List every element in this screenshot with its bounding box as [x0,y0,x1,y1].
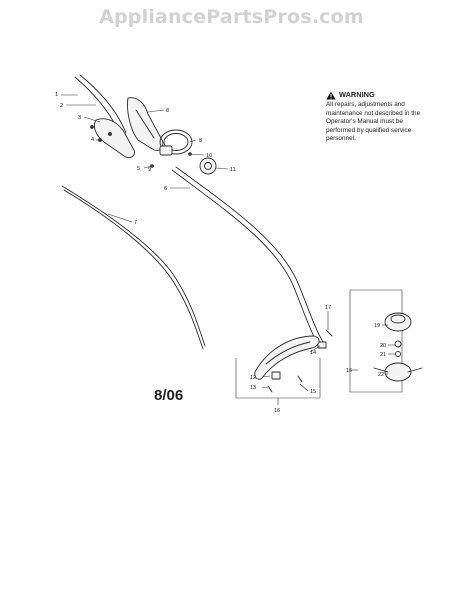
warning-title: WARNING [339,90,375,100]
part-drive-shaft-tube [171,169,319,346]
callout-19: 19 [374,323,380,329]
warning-body: All repairs, adjustments and maintenance… [326,101,421,143]
part-spool [384,362,412,382]
callout-12: 12 [250,375,256,381]
part-handle-housing-ridge [135,109,155,139]
part-washer [395,351,401,357]
part-spring [394,340,402,348]
part-spool-cover-top [390,314,406,324]
part-drive-cable [61,185,206,347]
part-drive-shaft-tube-edge [175,166,324,343]
callout-4: 4 [91,137,94,143]
part-trimmer-line [373,367,423,373]
part-clutch-drum [199,157,217,175]
callout-11: 11 [230,167,236,173]
revision-date: 8/06 [154,387,184,404]
part-clutch-drum-hub [204,162,212,170]
warning-triangle-icon [326,91,336,100]
group-bracket-trimmer-head [349,289,403,393]
callout-1: 1 [55,92,58,98]
part-loop-handle [159,129,193,155]
callout-7: 7 [134,220,137,226]
callout-2: 2 [60,103,63,109]
callout-14: 14 [310,350,316,356]
leader-lines [61,94,396,405]
callout-3: 3 [78,115,81,121]
callout-21: 21 [380,352,386,358]
callout-16-head: 16 [346,368,352,374]
warning-box: WARNING All repairs, adjustments and mai… [326,91,422,144]
callout-8-top: 8 [166,108,169,114]
part-screw-17 [325,329,333,337]
part-loop-handle-inner [163,133,189,151]
part-debris-guard-rib [265,341,311,365]
part-spool-cover [384,312,412,332]
part-handle-half [93,118,135,159]
callout-22: 22 [378,372,384,378]
callout-15: 15 [310,389,316,395]
part-handle-clamp [159,145,173,156]
part-screw-15 [297,375,303,383]
callout-17: 17 [325,305,331,311]
part-line-cutter [271,371,281,380]
callout-10: 10 [206,153,212,159]
part-screw-13 [267,385,273,393]
callout-16-guard: 16 [274,408,280,414]
watermark: AppliancePartsPros.com [99,6,364,28]
callout-8-middle: 8 [199,138,202,144]
callout-13: 13 [250,385,256,391]
callout-5: 5 [137,166,140,172]
part-screw-c [108,132,112,136]
part-throttle-wire [79,74,127,134]
callout-20: 20 [380,343,386,349]
callout-9: 9 [148,167,151,173]
warning-heading: WARNING [326,91,422,100]
part-debris-guard [254,335,320,380]
part-drive-cable-core [63,189,204,350]
part-screw-a [90,125,94,129]
callout-6: 6 [164,186,167,192]
